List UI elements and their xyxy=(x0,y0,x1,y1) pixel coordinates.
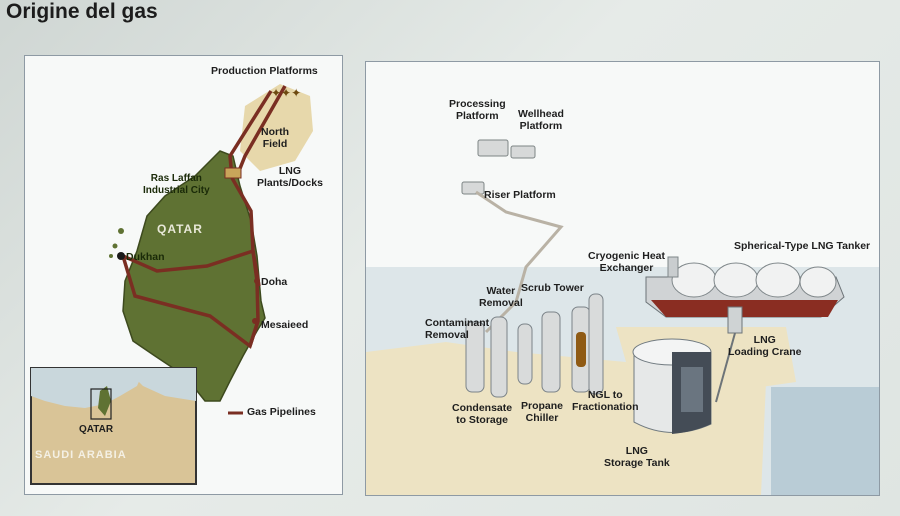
harbor-water xyxy=(771,387,879,495)
processing-platform-label: Processing Platform xyxy=(449,98,506,122)
doha-label: Doha xyxy=(261,276,288,288)
ngl-fractionation-label: NGL to Fractionation xyxy=(572,389,639,413)
scrub-tower-label: Scrub Tower xyxy=(521,282,584,294)
inset-map xyxy=(30,367,197,485)
qatar-map-panel: ✦✦✦ Production Platforms North Field Ras… xyxy=(24,55,343,495)
lng-tanker xyxy=(645,256,845,318)
wellhead-platform-label: Wellhead Platform xyxy=(518,108,564,132)
condensate-storage-label: Condensate to Storage xyxy=(452,402,513,426)
svg-text:✦✦✦: ✦✦✦ xyxy=(271,86,301,100)
gas-pipelines-legend: Gas Pipelines xyxy=(247,406,316,418)
cryogenic-heat-exchanger-label: Cryogenic Heat Exchanger xyxy=(588,250,666,274)
qatar-label: QATAR xyxy=(157,222,203,236)
slide-title: Origine del gas xyxy=(6,0,158,23)
contaminant-removal-label: Contaminant Removal xyxy=(425,317,490,341)
lng-process-illustration xyxy=(366,139,879,495)
inset-qatar-label: QATAR xyxy=(79,424,114,435)
dukhan-label: Dukhan xyxy=(126,251,165,263)
propane-chiller-label: Propane Chiller xyxy=(521,400,564,424)
qatar-map-illustration: ✦✦✦ xyxy=(30,84,313,485)
lng-docks xyxy=(224,167,242,179)
dukhan-marker xyxy=(117,252,125,260)
water-removal-label: Water Removal xyxy=(479,285,523,309)
lng-storage-tank-label: LNG Storage Tank xyxy=(604,445,670,469)
lng-storage-tank-graphic xyxy=(632,338,712,434)
subsea-pipeline xyxy=(475,190,564,334)
inset-saudi-arabia-label: SAUDI ARABIA xyxy=(35,449,127,461)
north-field-area xyxy=(240,84,313,171)
production-platforms-label: Production Platforms xyxy=(211,65,318,77)
mesaieed-marker xyxy=(252,318,258,324)
riser-platform-label: Riser Platform xyxy=(484,189,556,201)
loading-crane xyxy=(715,306,743,403)
lng-loading-crane-label: LNG Loading Crane xyxy=(728,334,802,358)
lng-plants-label: LNG Plants/Docks xyxy=(257,165,323,189)
spherical-lng-tanker-label: Spherical-Type LNG Tanker xyxy=(734,240,871,252)
ras-laffan-label: Ras Laffan Industrial City xyxy=(143,173,210,196)
doha-marker xyxy=(254,278,260,284)
lng-process-panel: Processing Platform Wellhead Platform Ri… xyxy=(365,61,880,496)
qatar-landmass xyxy=(123,151,265,401)
offshore-platforms xyxy=(461,139,536,195)
north-field-label: North Field xyxy=(261,126,289,150)
mesaieed-label: Mesaieed xyxy=(261,319,309,331)
